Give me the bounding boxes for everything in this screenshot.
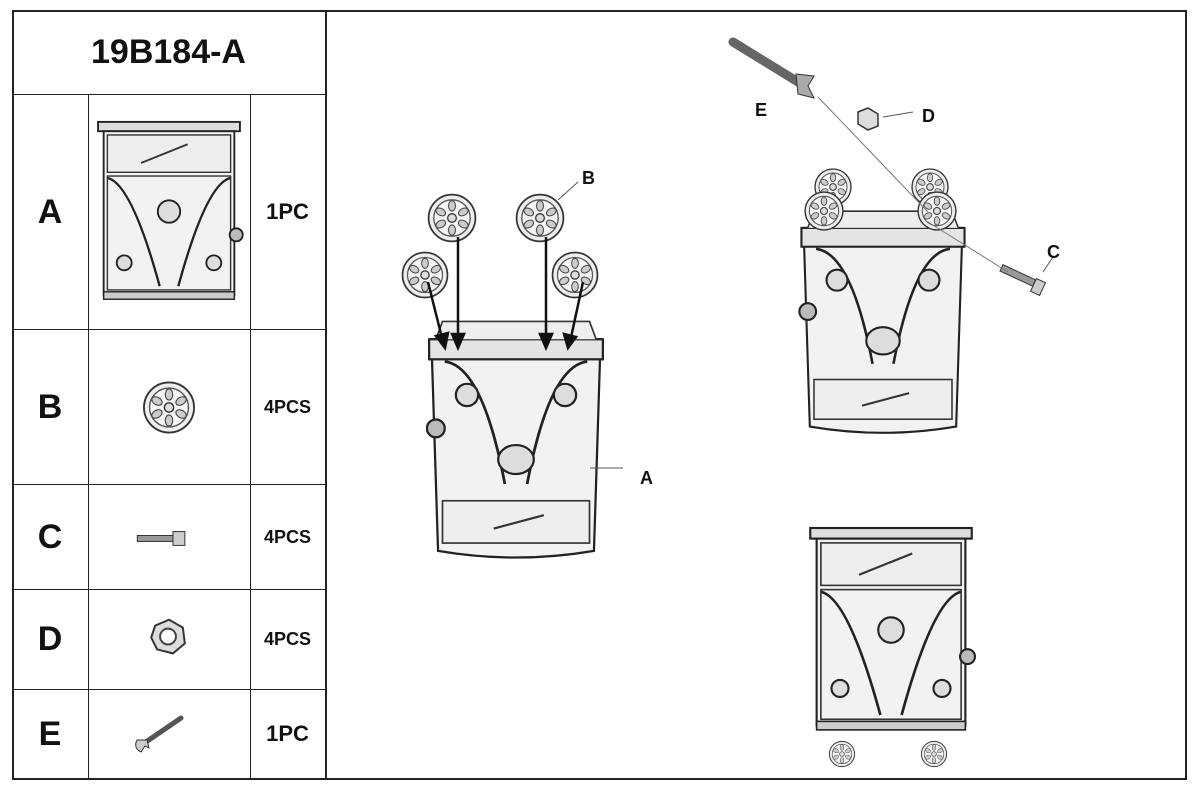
wheel-icon: [88, 330, 251, 484]
callout-e: E: [755, 100, 768, 120]
wheel-b: [401, 193, 599, 299]
assembled-cabinet: [808, 526, 976, 768]
bolt-icon: [88, 485, 251, 589]
cabinet-with-wheels: [798, 168, 966, 435]
callout-d: D: [922, 106, 935, 126]
cabinet-icon: [88, 95, 251, 329]
part-qty: 4PCS: [263, 629, 312, 649]
part-row-b: B 4PCS: [12, 330, 325, 485]
part-row-c: C 4PCS: [12, 485, 325, 590]
callout-a: A: [640, 468, 653, 488]
part-qty: 1PC: [266, 721, 309, 746]
model-number: 19B184-A: [12, 10, 325, 95]
cabinet-upside-down: [426, 320, 605, 559]
callout-c: C: [1047, 242, 1060, 262]
hex-nut-d: [857, 107, 879, 131]
part-letter: E: [12, 690, 89, 778]
callout-b: B: [582, 168, 595, 188]
hex-nut-icon: [88, 590, 251, 689]
bolt-c: [999, 264, 1047, 297]
part-qty: 4PCS: [263, 396, 312, 417]
part-letter: B: [12, 330, 89, 484]
part-letter: D: [12, 590, 89, 689]
wrench-icon: [88, 690, 251, 778]
part-qty: 1PC: [266, 199, 309, 224]
part-qty: 4PCS: [263, 526, 312, 547]
assembly-diagram: B A E D C: [328, 12, 1186, 778]
part-letter: C: [12, 485, 89, 589]
part-row-e: E 1PC: [12, 690, 325, 778]
arrows: [426, 237, 585, 352]
part-row-a: A 1PC: [12, 95, 325, 330]
document-frame: [12, 10, 1187, 780]
part-letter: A: [12, 95, 89, 329]
part-row-d: D 4PCS: [12, 590, 325, 690]
wrench-e: [728, 37, 815, 99]
parts-list-table: 19B184-A A 1PC B 4PCS C 4PCS D 4PCS E 1P…: [12, 10, 327, 780]
